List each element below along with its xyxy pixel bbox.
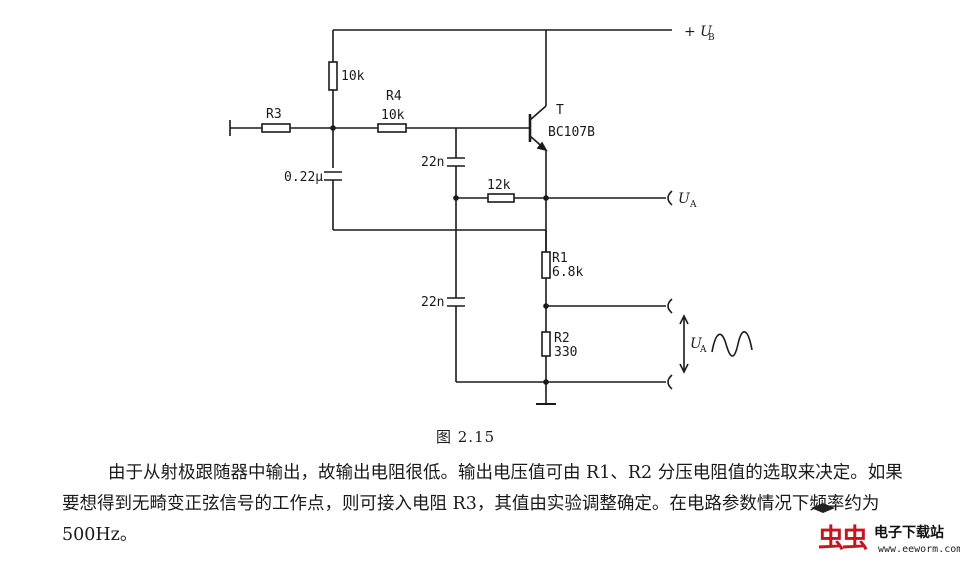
sine-wave-icon — [711, 331, 753, 357]
watermark-logo: 虫虫 — [818, 524, 868, 554]
supply-label-sub: B — [708, 33, 715, 43]
circuit-diagram: + U B 10k R3 R4 10k T BC107B 0.22μ 22n 1… — [229, 24, 753, 405]
r1-name: R1 — [552, 251, 568, 266]
cap-c2-label: 22n — [421, 295, 444, 310]
emitter-arrow-icon — [536, 141, 548, 152]
resistor-r2 — [541, 331, 551, 357]
output-a-terminal-icon — [667, 190, 673, 206]
r4-name: R4 — [386, 89, 402, 104]
transistor-part: BC107B — [548, 125, 595, 140]
r1-value: 6.8k — [552, 265, 583, 280]
resistor-feedback-label: 12k — [487, 178, 511, 193]
node-ground — [543, 379, 549, 385]
arrow-down-icon — [679, 363, 689, 374]
output-a-label: U — [678, 191, 691, 207]
cap-input-label: 0.22μ — [284, 170, 323, 185]
resistor-top — [328, 61, 338, 91]
resistor-r3 — [261, 123, 291, 133]
cap-c1-label: 22n — [421, 155, 444, 170]
watermark-site-name: 电子下载站 — [874, 525, 944, 541]
resistor-feedback — [487, 193, 515, 203]
output-b-terminal-bottom-icon — [667, 374, 673, 390]
resistor-r4 — [377, 123, 407, 133]
resistor-r1 — [541, 251, 551, 279]
supply-label: + U — [684, 24, 713, 40]
watermark-url: www.eeworm.com — [878, 544, 960, 555]
transistor-name: T — [556, 103, 564, 118]
r2-name: R2 — [554, 331, 570, 346]
resistor-top-label: 10k — [341, 69, 365, 84]
r2-value: 330 — [554, 345, 577, 360]
transistor-collector — [529, 105, 547, 121]
output-b-terminal-top-icon — [667, 298, 673, 314]
figure-caption: 图 2.15 — [436, 428, 496, 446]
r3-label: R3 — [266, 107, 282, 122]
output-b-label-sub: A — [699, 345, 707, 355]
supply-terminal — [673, 27, 679, 33]
output-a-label-sub: A — [689, 200, 697, 210]
arrow-up-icon — [679, 314, 689, 325]
watermark: 虫虫 电子下载站 www.eeworm.com — [804, 498, 960, 564]
graduation-cap-icon — [811, 503, 835, 513]
r4-value: 10k — [381, 108, 405, 123]
figure-description: 由于从射极跟随器中输出，故输出电阻很低。输出电压值可由 R1、R2 分压电阻值的… — [62, 463, 903, 545]
output-b-label: U — [690, 336, 703, 352]
